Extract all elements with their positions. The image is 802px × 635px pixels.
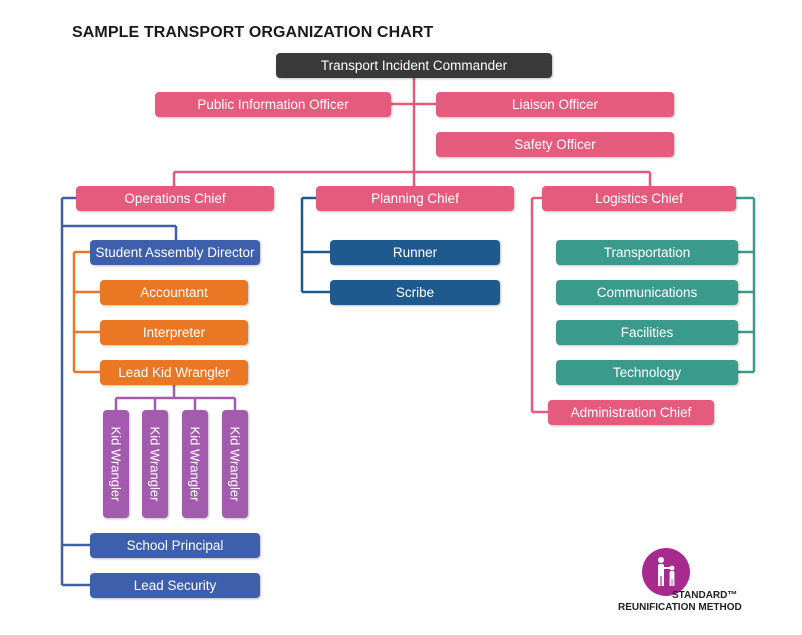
node-safety: Safety Officer [436, 132, 674, 157]
node-runner: Runner [330, 240, 500, 265]
logo-text-reunification: REUNIFICATION METHOD [618, 602, 742, 613]
node-facilities: Facilities [556, 320, 738, 345]
kid-wrangler-label: Kid Wrangler [187, 426, 203, 502]
node-kid-wrangler-1: Kid Wrangler [103, 410, 129, 518]
kid-wrangler-label: Kid Wrangler [147, 426, 163, 502]
node-interpreter: Interpreter [100, 320, 248, 345]
node-technology: Technology [556, 360, 738, 385]
node-commander: Transport Incident Commander [276, 53, 552, 78]
node-kid-wrangler-2: Kid Wrangler [142, 410, 168, 518]
logo-text-standard: STANDARD™ [672, 590, 738, 601]
node-kid-wrangler-4: Kid Wrangler [222, 410, 248, 518]
node-scribe: Scribe [330, 280, 500, 305]
parent-child-icon [642, 548, 690, 596]
kid-wrangler-label: Kid Wrangler [227, 426, 243, 502]
node-communications: Communications [556, 280, 738, 305]
node-accountant: Accountant [100, 280, 248, 305]
node-planning-chief: Planning Chief [316, 186, 514, 211]
node-operations-chief: Operations Chief [76, 186, 274, 211]
node-liaison: Liaison Officer [436, 92, 674, 117]
node-student-assembly-director: Student Assembly Director [90, 240, 260, 265]
node-administration-chief: Administration Chief [548, 400, 714, 425]
node-pio: Public Information Officer [155, 92, 391, 117]
node-school-principal: School Principal [90, 533, 260, 558]
node-logistics-chief: Logistics Chief [542, 186, 736, 211]
node-transportation: Transportation [556, 240, 738, 265]
kid-wrangler-label: Kid Wrangler [108, 426, 124, 502]
chart-title: SAMPLE TRANSPORT ORGANIZATION CHART [72, 24, 434, 41]
node-lead-kid-wrangler: Lead Kid Wrangler [100, 360, 248, 385]
node-kid-wrangler-3: Kid Wrangler [182, 410, 208, 518]
standard-reunification-logo: STANDARD™ REUNIFICATION METHOD [610, 548, 760, 618]
node-lead-security: Lead Security [90, 573, 260, 598]
